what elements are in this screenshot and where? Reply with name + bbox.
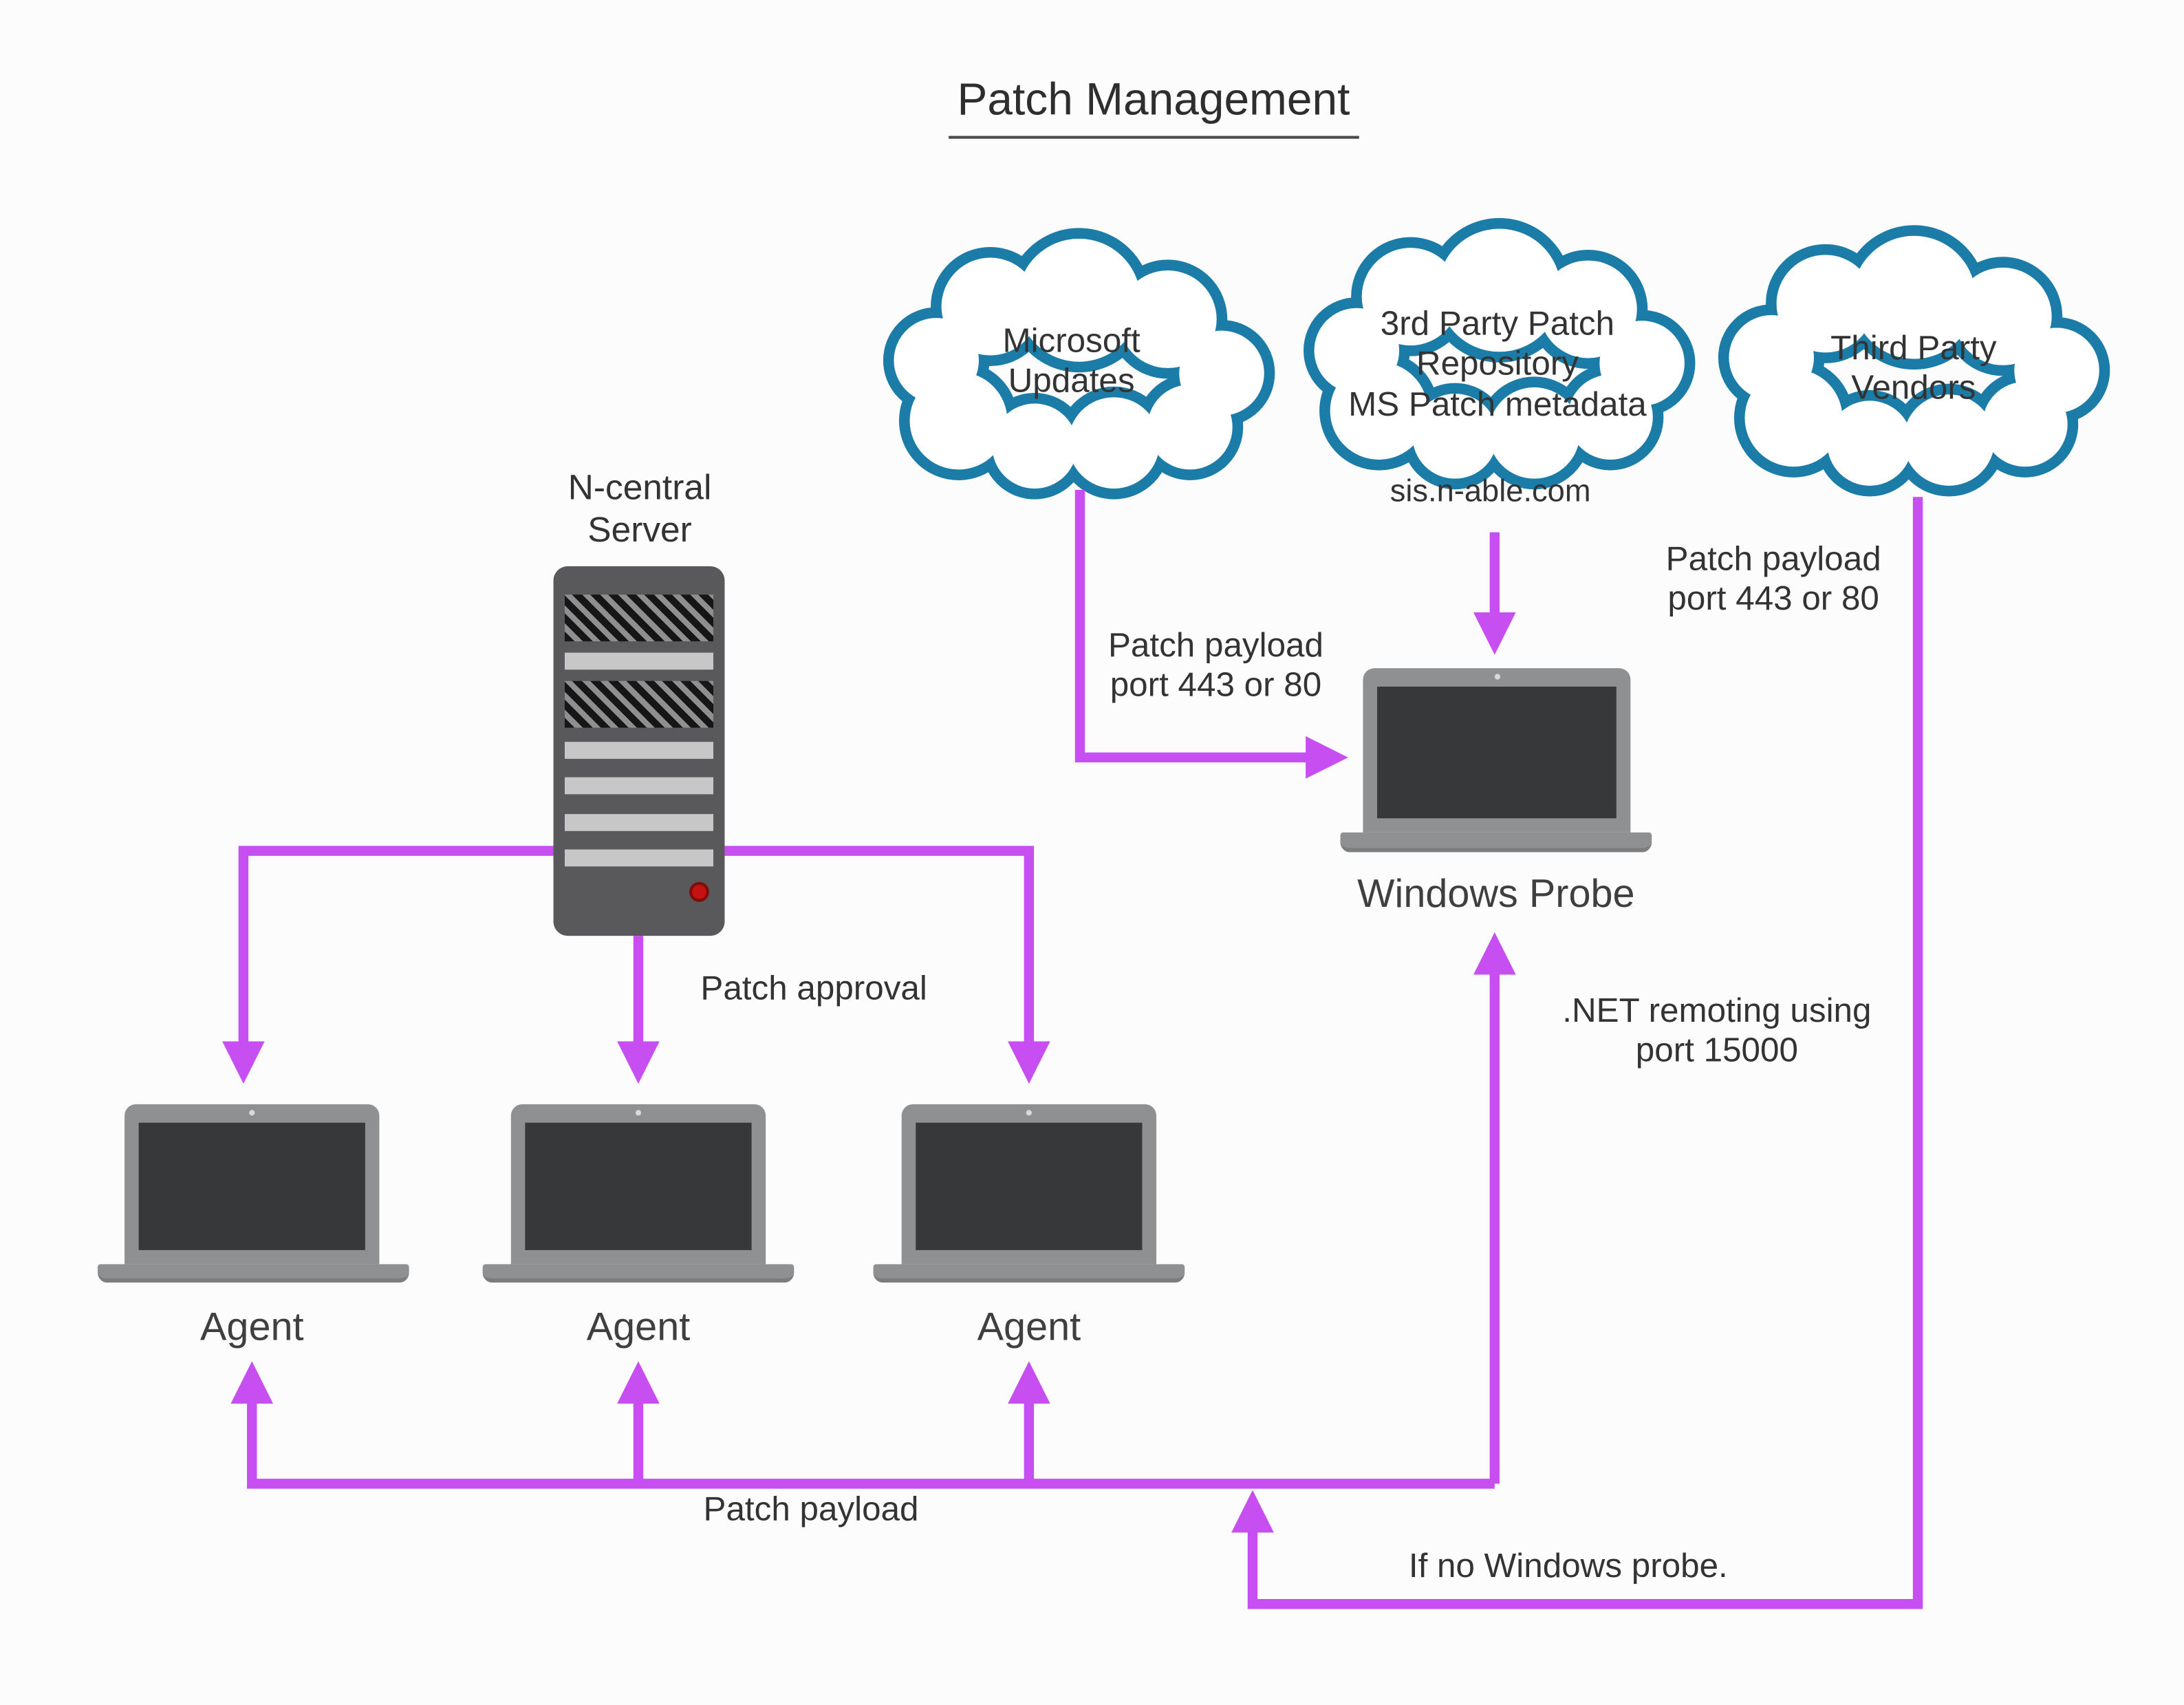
cloud-third-party-repo-label: 3rd Party Patch Repository MS Patch meta… <box>1348 305 1647 424</box>
net-remoting-label: .NET remoting using port 15000 <box>1562 991 1872 1071</box>
cloud-third-party-vendors <box>1718 225 2110 497</box>
cloud-third-party-repo <box>1304 217 1696 490</box>
no-windows-probe-label: If no Windows probe. <box>1408 1547 1728 1586</box>
agent2-label: Agent <box>586 1305 691 1349</box>
windows-probe-laptop-base <box>1340 832 1652 852</box>
ncentral-server-icon <box>553 566 725 936</box>
arrow-msupdates-to-probe <box>1074 489 1348 779</box>
cloud-microsoft-updates-label: Microsoft Updates <box>1002 322 1140 401</box>
laptop-screen <box>916 1122 1143 1250</box>
agent3-laptop-base <box>873 1264 1185 1283</box>
laptop-camera-dot <box>1026 1110 1032 1116</box>
clouds-layer <box>883 217 2110 500</box>
agent3-label: Agent <box>977 1305 1081 1349</box>
ncentral-server-label: N-central Server <box>567 468 712 550</box>
agent1-laptop-icon <box>125 1104 380 1265</box>
server-vent-bottom <box>564 680 714 728</box>
agent3-laptop-icon <box>901 1104 1157 1265</box>
server-bar <box>564 777 714 795</box>
server-bar <box>564 652 714 670</box>
server-bar <box>564 814 714 831</box>
arrow-vendors-no-probe <box>1231 497 1923 1609</box>
laptop-camera-dot <box>249 1110 255 1116</box>
server-power-led <box>689 881 709 902</box>
patch-approval-label: Patch approval <box>700 969 927 1008</box>
arrows-layer <box>222 489 1923 1609</box>
agent2-laptop-base <box>482 1264 794 1283</box>
arrow-payload-to-agent1 <box>230 1361 1495 1489</box>
laptop-camera-dot <box>1493 674 1500 680</box>
arrow-server-to-agent1 <box>222 846 554 1084</box>
laptop-screen <box>525 1122 752 1250</box>
page-title: Patch Management <box>949 74 1359 139</box>
agent2-laptop-icon <box>510 1104 766 1265</box>
agent1-label: Agent <box>199 1305 304 1349</box>
server-vent-top <box>564 594 714 642</box>
laptop-screen <box>138 1122 365 1250</box>
sis-domain-label: sis.n-able.com <box>1390 473 1591 508</box>
agent1-laptop-base <box>97 1264 409 1283</box>
cloud-third-party-vendors-label: Third Party Vendors <box>1830 329 1997 408</box>
patch-payload-ports-right-label: Patch payload port 443 or 80 <box>1665 540 1881 619</box>
laptop-camera-dot <box>635 1110 642 1116</box>
patch-payload-ports-left-label: Patch payload port 443 or 80 <box>1107 626 1323 705</box>
windows-probe-label: Windows Probe <box>1357 871 1635 916</box>
server-bar <box>564 742 714 759</box>
laptop-screen <box>1377 686 1617 819</box>
windows-probe-laptop-icon <box>1363 668 1631 833</box>
arrow-server-to-agent3 <box>724 846 1050 1084</box>
cloud-microsoft-updates <box>883 228 1275 500</box>
patch-payload-bottom-label: Patch payload <box>703 1490 919 1529</box>
server-bar <box>564 849 714 867</box>
